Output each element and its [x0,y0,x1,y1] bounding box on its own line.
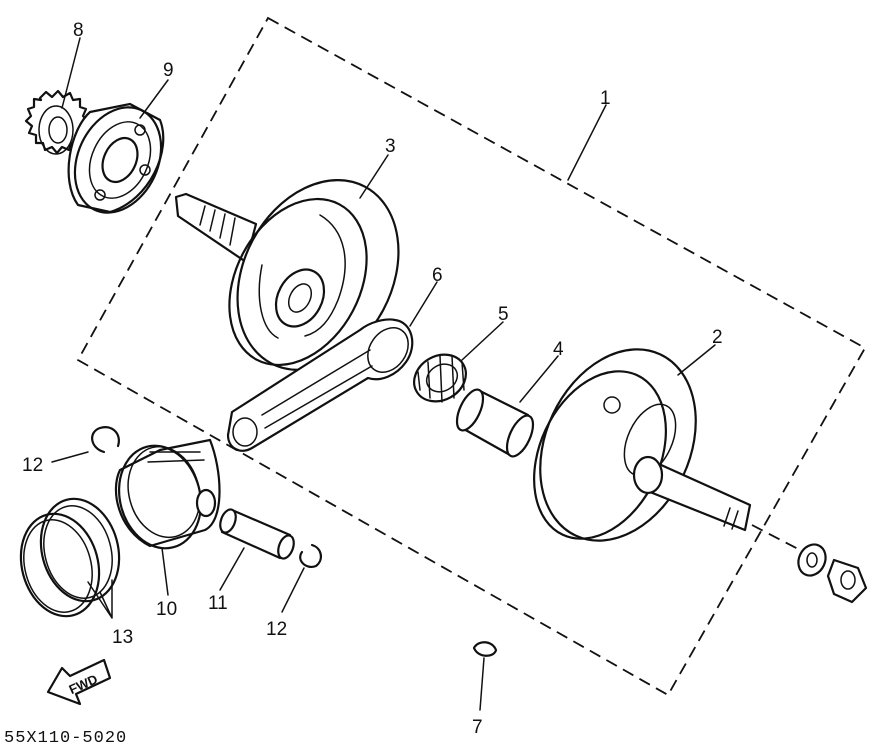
part-4-crank-pin [455,388,535,458]
fwd-arrow: FWD [46,658,112,706]
callout-9: 9 [163,60,174,81]
part-7-woodruff-key [472,641,498,657]
part-11-piston-pin [219,508,295,560]
drawing-code: 55X110-5020 [4,729,127,748]
callout-8: 8 [73,20,84,41]
part-5-needle-bearing [413,353,467,403]
callout-6: 6 [432,265,443,286]
callout-10: 10 [156,599,177,620]
part-12-circlip-upper [91,426,120,454]
callout-12-lower: 12 [266,619,287,640]
part-8-sprocket [24,89,90,155]
assembly-boundary [76,16,867,697]
callout-2: 2 [712,327,723,348]
part-10-piston [114,438,221,550]
part-6-connecting-rod [226,318,414,452]
part-3-left-crank [174,179,400,371]
callout-5: 5 [498,304,509,325]
callout-1: 1 [600,88,611,109]
part-9-bearing [67,102,165,214]
callout-12-upper: 12 [22,455,43,476]
callout-13: 13 [112,627,133,648]
callout-4: 4 [553,339,564,360]
crank-washer-nut [751,524,868,604]
callout-11: 11 [208,593,228,614]
callout-7: 7 [472,717,483,738]
part-13-piston-rings [19,497,121,618]
part-12-circlip-lower [299,543,322,568]
leader-lines [51,37,716,711]
callout-3: 3 [385,136,396,157]
part-2-right-crank [533,348,752,542]
